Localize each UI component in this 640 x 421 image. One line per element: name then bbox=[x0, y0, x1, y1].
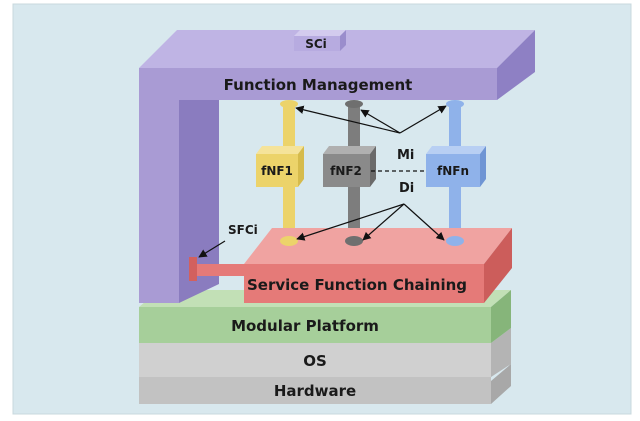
fnfn-bottom-knob bbox=[446, 236, 464, 246]
fnfn-box: fNFn bbox=[426, 146, 486, 187]
mi-arrows bbox=[295, 105, 447, 134]
fnf1-box: fNF1 bbox=[256, 146, 304, 187]
sfci-connector bbox=[193, 264, 245, 276]
fnfn-top-knob bbox=[446, 100, 464, 108]
fnf2-box: fNF2 bbox=[323, 146, 376, 187]
function-management-label: Function Management bbox=[224, 76, 413, 94]
fnf2-top-knob bbox=[345, 100, 363, 108]
fnf1-top-knob bbox=[280, 100, 298, 108]
fnf2-label: fNF2 bbox=[330, 164, 362, 178]
modular-platform-label: Modular Platform bbox=[231, 317, 379, 335]
service-function-chaining-block: Service Function Chaining bbox=[189, 228, 512, 303]
sfci-label: SFCi bbox=[228, 223, 258, 237]
fnf2-bottom-knob bbox=[345, 236, 363, 246]
os-label: OS bbox=[303, 352, 327, 370]
os-layer: OS bbox=[139, 328, 511, 377]
sfci-arrow bbox=[198, 240, 226, 258]
fnfn-label: fNFn bbox=[437, 164, 469, 178]
fnf1-label: fNF1 bbox=[261, 164, 293, 178]
sci-interface: SCi bbox=[294, 30, 346, 51]
fnf1-bottom-knob bbox=[280, 236, 298, 246]
di-label: Di bbox=[399, 181, 414, 196]
hardware-label: Hardware bbox=[274, 382, 356, 400]
function-management-block: Function Management SCi bbox=[139, 30, 535, 303]
di-arrows bbox=[296, 203, 445, 241]
service-function-chaining-label: Service Function Chaining bbox=[247, 276, 467, 294]
sci-label: SCi bbox=[305, 37, 327, 51]
hardware-layer: Hardware bbox=[139, 364, 511, 404]
mi-label: Mi bbox=[397, 148, 414, 163]
